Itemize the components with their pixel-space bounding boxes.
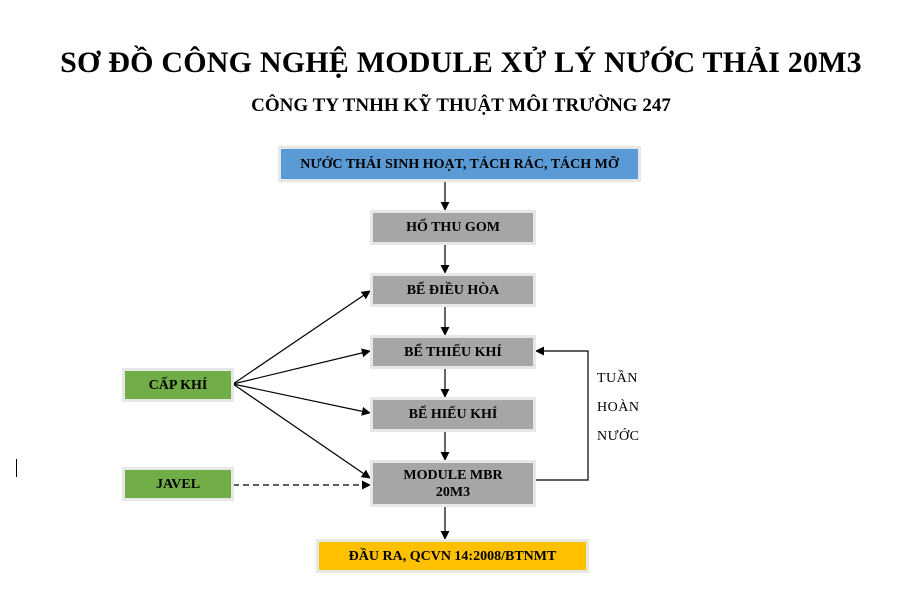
- arrow-air-to-aerobic: [232, 383, 371, 416]
- node-collection-pit: HỐ THU GOM: [370, 210, 536, 245]
- node-javel: JAVEL: [122, 467, 234, 501]
- text-cursor: [16, 459, 17, 477]
- node-mbr-module: MODULE MBR 20M3: [370, 460, 536, 507]
- diagram-title: SƠ ĐỒ CÔNG NGHỆ MODULE XỬ LÝ NƯỚC THẢI 2…: [60, 46, 862, 79]
- arrow-recirculation-loop: [535, 346, 589, 481]
- recirculation-label-line1: TUẦN: [597, 371, 638, 386]
- node-aerobic-tank: BỂ HIẾU KHÍ: [370, 397, 536, 432]
- node-mbr-module-label-line2: 20M3: [435, 484, 471, 500]
- node-air-supply-label: CẤP KHÍ: [148, 377, 208, 393]
- arrow-air-to-equalization: [232, 290, 371, 385]
- arrow-air-to-anoxic: [232, 348, 371, 385]
- arrow-air-to-mbr: [232, 383, 371, 479]
- node-equalization-tank-label: BỂ ĐIỀU HÒA: [406, 282, 500, 298]
- node-anoxic-tank-label: BỂ THIẾU KHÍ: [404, 344, 502, 360]
- recirculation-label-line3: NƯỚC: [597, 429, 640, 444]
- node-input-wastewater: NƯỚC THẢI SINH HOẠT, TÁCH RÁC, TÁCH MỠ: [278, 146, 641, 182]
- recirculation-label-line2: HOÀN: [597, 400, 640, 415]
- node-javel-label: JAVEL: [155, 476, 201, 492]
- node-anoxic-tank: BỂ THIẾU KHÍ: [370, 335, 536, 369]
- node-input-label: NƯỚC THẢI SINH HOẠT, TÁCH RÁC, TÁCH MỠ: [300, 156, 619, 172]
- node-air-supply: CẤP KHÍ: [122, 368, 234, 402]
- node-equalization-tank: BỂ ĐIỀU HÒA: [370, 273, 536, 307]
- node-collection-pit-label: HỐ THU GOM: [406, 220, 500, 235]
- node-output: ĐẦU RA, QCVN 14:2008/BTNMT: [316, 539, 589, 573]
- node-output-label: ĐẦU RA, QCVN 14:2008/BTNMT: [348, 548, 557, 564]
- node-mbr-module-label-line1: MODULE MBR: [403, 467, 503, 483]
- company-subtitle: CÔNG TY TNHH KỸ THUẬT MÔI TRƯỜNG 247: [251, 95, 671, 116]
- node-aerobic-tank-label: BỂ HIẾU KHÍ: [408, 407, 498, 422]
